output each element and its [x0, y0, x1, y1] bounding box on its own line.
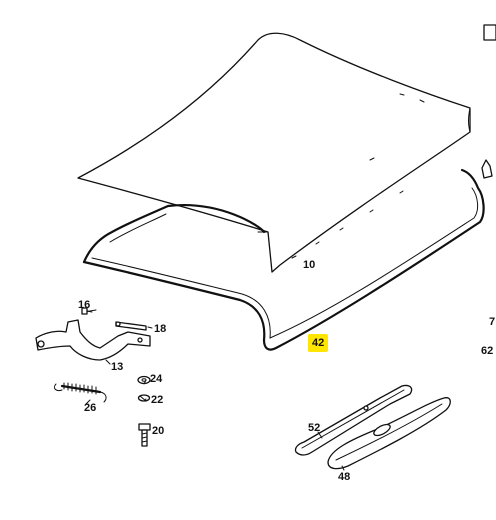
label-trunk-lid: 10 — [303, 259, 316, 271]
handle-frame — [294, 384, 413, 456]
screw — [138, 423, 151, 447]
lid-seal — [82, 168, 485, 351]
label-hinge: 13 — [111, 361, 124, 373]
washer — [137, 375, 151, 385]
label-spring-washer: 22 — [151, 394, 164, 406]
label-bolt: 16 — [78, 299, 91, 311]
label-screw: 20 — [152, 425, 165, 437]
label-edge-b: 62 — [481, 345, 494, 357]
label-washer: 24 — [150, 373, 163, 385]
hinge — [35, 319, 151, 361]
label-edge-a: 7 — [489, 316, 496, 328]
leader-lines — [85, 310, 345, 471]
label-lid-seal-highlighted: 42 — [308, 334, 329, 352]
label-spring: 26 — [84, 402, 97, 414]
strap — [115, 321, 147, 331]
handle-cover — [327, 397, 451, 470]
label-strap: 18 — [154, 323, 167, 335]
label-handle-frame: 52 — [308, 422, 321, 434]
clip — [481, 159, 493, 179]
label-handle-cover: 48 — [338, 471, 351, 483]
spring — [53, 382, 107, 403]
trunk-lid — [77, 32, 471, 273]
